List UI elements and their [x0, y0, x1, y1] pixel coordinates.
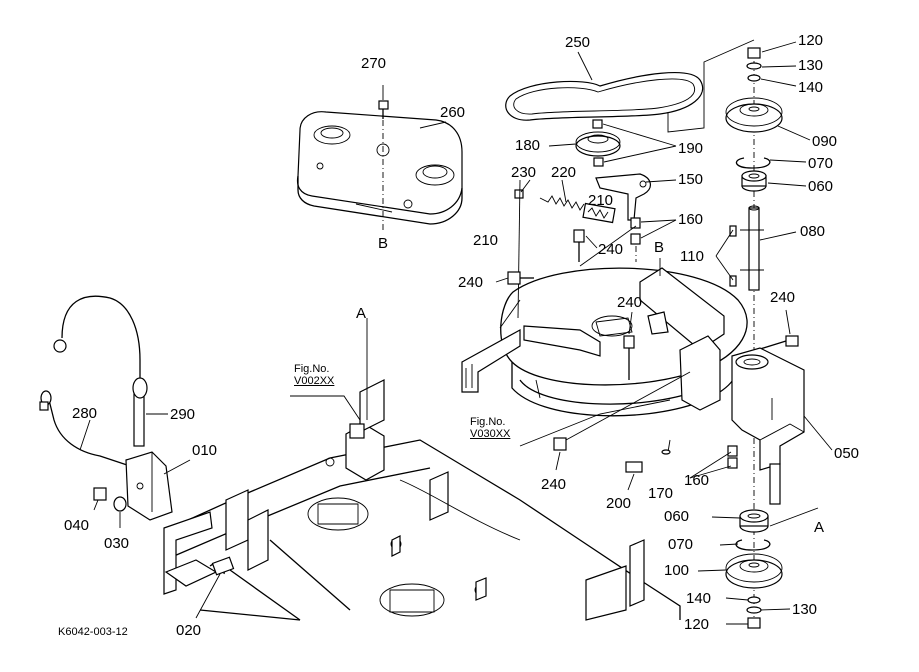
- callout-040: 040: [64, 517, 90, 534]
- upper-bearing: [741, 170, 767, 192]
- figure-ref-v030xx: Fig.No. V030XX: [470, 416, 510, 440]
- chassis-frame: [165, 439, 681, 621]
- callout-250: 250: [565, 34, 591, 51]
- callout-090: 090: [812, 133, 838, 150]
- callout-260: 260: [440, 104, 466, 121]
- callout-280: 280: [72, 405, 98, 422]
- callout-190: 190: [678, 140, 704, 157]
- callout-150: 150: [678, 171, 704, 188]
- belt-cover: [296, 111, 463, 225]
- spindle-shaft: [740, 205, 764, 291]
- callout-010: 010: [192, 442, 218, 459]
- callout-240-top: 240: [598, 241, 624, 258]
- callout-200: 200: [606, 495, 632, 512]
- callout-180: 180: [515, 137, 541, 154]
- mounting-bolts: [507, 229, 799, 451]
- callout-240-left: 240: [458, 274, 484, 291]
- callout-140-bottom: 140: [686, 590, 712, 607]
- figure-ref-v002xx: Fig.No. V002XX: [294, 363, 334, 387]
- callout-120-bottom: 120: [684, 616, 710, 633]
- figure-ref-number: V030XX: [470, 428, 511, 440]
- callout-070-bottom: 070: [668, 536, 694, 553]
- callout-060-top: 060: [808, 178, 834, 195]
- cover-bolt: [378, 100, 389, 119]
- lever-rod: [132, 377, 148, 447]
- match-mark-a-spindle: A: [814, 519, 825, 536]
- callout-290: 290: [170, 406, 196, 423]
- callout-230: 230: [511, 164, 537, 181]
- callout-240-center: 240: [617, 294, 643, 311]
- callout-270: 270: [361, 55, 387, 72]
- tension-pulley: [575, 119, 621, 167]
- callout-160-lower: 160: [684, 472, 710, 489]
- figure-ref-caption: Fig.No.: [294, 363, 330, 375]
- frame-brackets: [225, 379, 645, 621]
- shaft-keys: [729, 225, 737, 287]
- callout-110: 110: [680, 248, 704, 265]
- v-belt: [505, 71, 704, 121]
- callout-140-top: 140: [798, 79, 824, 96]
- lower-bearing: [739, 509, 769, 533]
- lift-lever: [125, 451, 173, 521]
- callout-120-top: 120: [798, 32, 824, 49]
- callout-210-arm: 210: [588, 192, 614, 209]
- lower-pulley: [725, 553, 783, 589]
- callout-060-bottom: 060: [664, 508, 690, 525]
- callout-240-bottom: 240: [541, 476, 567, 493]
- callout-130-bottom: 130: [792, 601, 818, 618]
- match-mark-b-deck: B: [654, 239, 665, 256]
- callout-100: 100: [664, 562, 690, 579]
- callout-220: 220: [551, 164, 577, 181]
- callout-160-upper: 160: [678, 211, 704, 228]
- spring-pin: [514, 189, 524, 199]
- collars: [630, 217, 641, 245]
- callout-240-right: 240: [770, 289, 796, 306]
- upper-snap-ring: [735, 157, 771, 169]
- callout-020: 020: [176, 622, 202, 639]
- lift-cable: [39, 295, 141, 467]
- callout-210-deck: 210: [473, 232, 499, 249]
- match-mark-a-frame: A: [356, 305, 367, 322]
- spindle-housing: [731, 347, 805, 505]
- lever-bracket: [163, 511, 235, 595]
- callout-050: 050: [834, 445, 860, 462]
- match-mark-b-cover: B: [378, 235, 389, 252]
- spindle-bottom-hardware: [746, 596, 762, 629]
- tension-spring: [539, 195, 616, 224]
- figure-ref-caption: Fig.No.: [470, 416, 506, 428]
- upper-pulley: [725, 97, 783, 133]
- callout-170: 170: [648, 485, 674, 502]
- lever-hardware: [93, 487, 127, 512]
- callout-030: 030: [104, 535, 130, 552]
- callout-070-top: 070: [808, 155, 834, 172]
- spindle-bottom-parts: [625, 445, 738, 473]
- tension-arm: [595, 173, 651, 221]
- callout-080: 080: [800, 223, 826, 240]
- figure-ref-number: V002XX: [294, 375, 335, 387]
- lower-snap-ring: [735, 539, 771, 551]
- deck-bracket: [461, 267, 725, 411]
- spindle-top-hardware: [746, 47, 762, 82]
- callout-130-top: 130: [798, 57, 824, 74]
- drawing-code: K6042-003-12: [58, 626, 128, 638]
